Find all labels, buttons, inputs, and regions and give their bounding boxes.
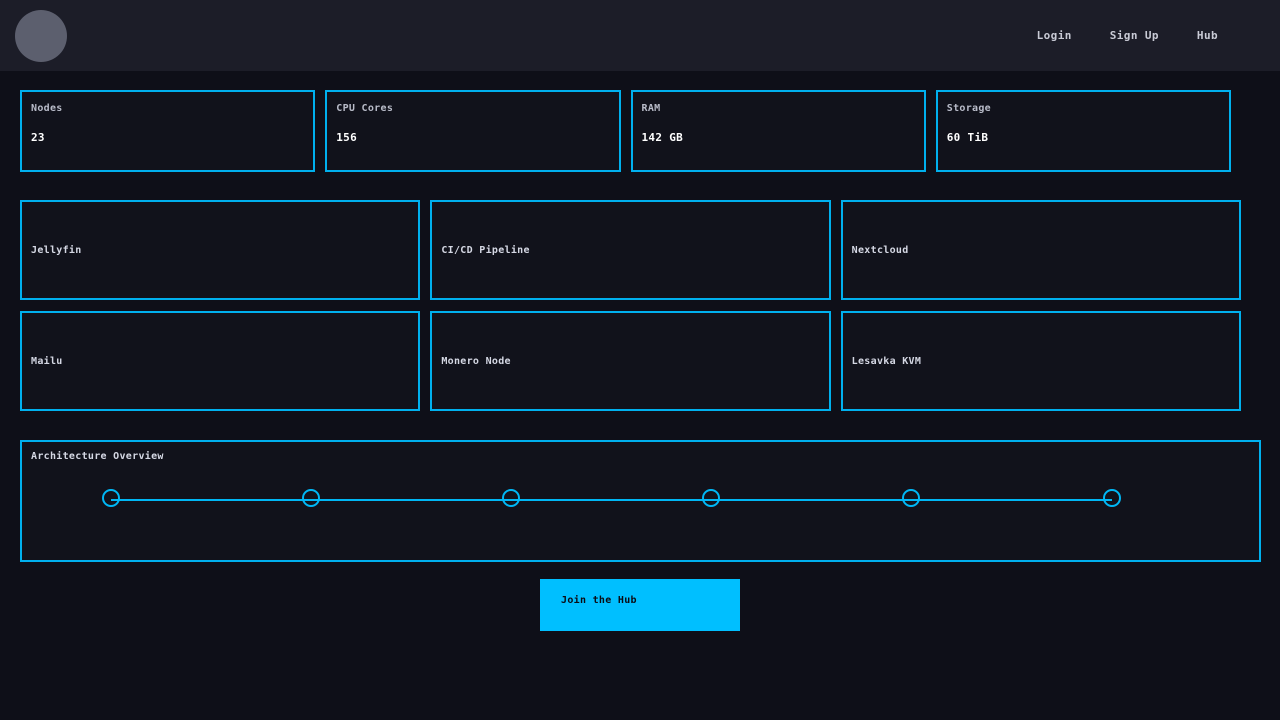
service-name: Monero Node (441, 356, 511, 367)
stats-row: Nodes 23 CPU Cores 156 RAM 142 GB Storag… (20, 90, 1231, 172)
timeline-node[interactable] (702, 489, 720, 507)
primary-nav: Login Sign Up Hub (1037, 29, 1218, 42)
stat-card-nodes: Nodes 23 (20, 90, 315, 172)
stat-label: Storage (947, 103, 1220, 114)
architecture-timeline (31, 488, 1250, 512)
nav-link-hub[interactable]: Hub (1197, 29, 1218, 42)
user-avatar-icon[interactable] (15, 10, 67, 62)
stat-label: Nodes (31, 103, 304, 114)
service-name: Jellyfin (31, 245, 82, 256)
service-card-nextcloud[interactable]: Nextcloud (841, 200, 1241, 300)
stat-label: CPU Cores (336, 103, 609, 114)
site-header: Login Sign Up Hub (0, 0, 1280, 71)
stat-card-storage: Storage 60 TiB (936, 90, 1231, 172)
join-the-hub-button[interactable]: Join the Hub (540, 579, 740, 631)
service-name: CI/CD Pipeline (441, 245, 530, 256)
stat-value: 156 (336, 131, 609, 144)
nav-link-sign-up[interactable]: Sign Up (1110, 29, 1159, 42)
stat-value: 142 GB (642, 131, 915, 144)
service-card-monero-node[interactable]: Monero Node (430, 311, 830, 411)
service-card-ci-cd-pipeline[interactable]: CI/CD Pipeline (430, 200, 830, 300)
timeline-node[interactable] (102, 489, 120, 507)
architecture-overview-panel: Architecture Overview (20, 440, 1261, 562)
stat-value: 23 (31, 131, 304, 144)
service-name: Nextcloud (852, 245, 909, 256)
nav-link-login[interactable]: Login (1037, 29, 1072, 42)
timeline-node[interactable] (302, 489, 320, 507)
timeline-node[interactable] (1103, 489, 1121, 507)
service-card-jellyfin[interactable]: Jellyfin (20, 200, 420, 300)
stat-card-cpu-cores: CPU Cores 156 (325, 90, 620, 172)
stat-label: RAM (642, 103, 915, 114)
timeline-node[interactable] (502, 489, 520, 507)
service-name: Lesavka KVM (852, 356, 922, 367)
stat-value: 60 TiB (947, 131, 1220, 144)
services-grid: Jellyfin CI/CD Pipeline Nextcloud Mailu … (20, 200, 1241, 411)
service-card-mailu[interactable]: Mailu (20, 311, 420, 411)
architecture-title: Architecture Overview (31, 451, 1250, 462)
stat-card-ram: RAM 142 GB (631, 90, 926, 172)
timeline-node[interactable] (902, 489, 920, 507)
timeline-connector-line (111, 499, 1112, 501)
service-card-lesavka-kvm[interactable]: Lesavka KVM (841, 311, 1241, 411)
service-name: Mailu (31, 356, 63, 367)
